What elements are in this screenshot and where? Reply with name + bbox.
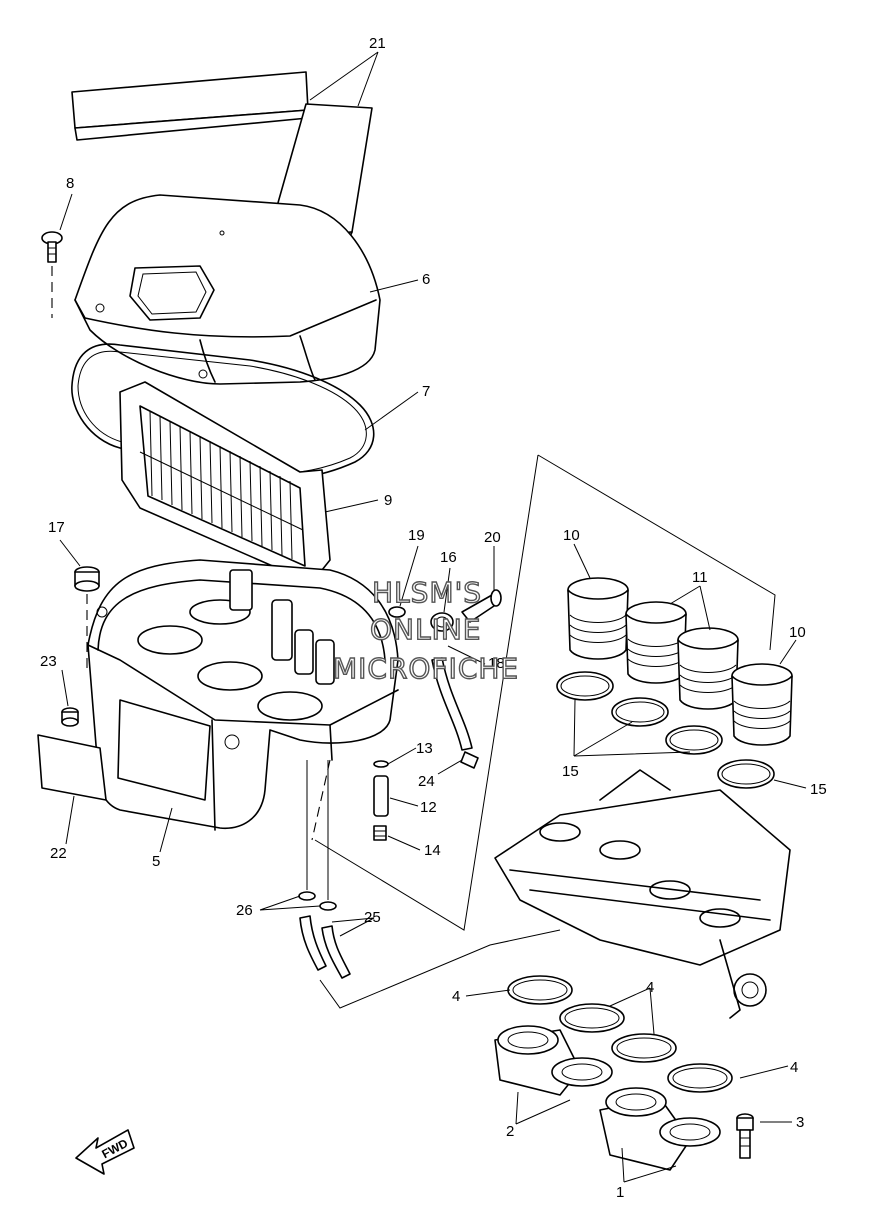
airbox-cover-part [74, 194, 381, 385]
callout-19: 19 [408, 527, 425, 544]
watermark: HLSM'S ONLINE MICROFICHE [332, 575, 519, 685]
callout-13: 13 [416, 740, 433, 757]
callout-25: 25 [364, 909, 381, 926]
joint-clamp-parts [507, 975, 733, 1093]
callout-26: 26 [236, 902, 253, 919]
intake-joint-parts [494, 1025, 721, 1171]
callout-14: 14 [424, 842, 441, 859]
watermark-line-1: HLSM'S [372, 576, 482, 609]
grommet-part [74, 566, 100, 668]
callout-21: 21 [369, 35, 386, 52]
callout-15-right: 15 [810, 781, 827, 798]
drain-tube-part [298, 760, 351, 979]
watermark-line-2: ONLINE [370, 613, 481, 646]
callout-8: 8 [66, 175, 74, 192]
callout-labels: 21 8 6 7 9 17 19 16 20 10 11 10 23 18 13… [40, 35, 827, 1201]
funnel-parts [567, 577, 793, 746]
watermark-line-3: MICROFICHE [333, 652, 519, 685]
airbox-part [87, 559, 399, 831]
clamp-parts [556, 671, 775, 789]
screw-part [41, 231, 63, 318]
callout-15-left: 15 [562, 763, 579, 780]
inset-outline [314, 454, 776, 1009]
callout-3: 3 [796, 1114, 804, 1131]
callout-4-left: 4 [452, 988, 460, 1005]
callout-11: 11 [692, 569, 708, 586]
callout-20: 20 [484, 529, 501, 546]
callout-12: 12 [420, 799, 437, 816]
bolt-part [736, 1113, 754, 1159]
callout-5: 5 [152, 853, 160, 870]
plate-part [37, 734, 107, 801]
callout-23: 23 [40, 653, 57, 670]
callout-9: 9 [384, 492, 392, 509]
collar-part [61, 707, 79, 727]
callout-24: 24 [418, 773, 435, 790]
callout-6: 6 [422, 271, 430, 288]
callout-17: 17 [48, 519, 65, 536]
air-filter-part [119, 381, 331, 579]
callout-4-right: 4 [790, 1059, 798, 1076]
callout-7: 7 [422, 383, 430, 400]
seal-part [71, 343, 375, 482]
callout-10-right: 10 [789, 624, 806, 641]
leader-lines [59, 51, 807, 1183]
callout-10-top: 10 [563, 527, 580, 544]
callout-16: 16 [440, 549, 457, 566]
drain-plug-part [373, 760, 389, 841]
callout-1: 1 [616, 1184, 624, 1201]
hose-group-part [388, 589, 502, 769]
callout-2: 2 [506, 1123, 514, 1140]
callout-18: 18 [488, 655, 505, 672]
forward-direction-arrow: FWD [75, 1129, 135, 1175]
callout-22: 22 [50, 845, 67, 862]
callout-4-middle: 4 [646, 979, 654, 996]
throttle-body-part [494, 769, 791, 1019]
